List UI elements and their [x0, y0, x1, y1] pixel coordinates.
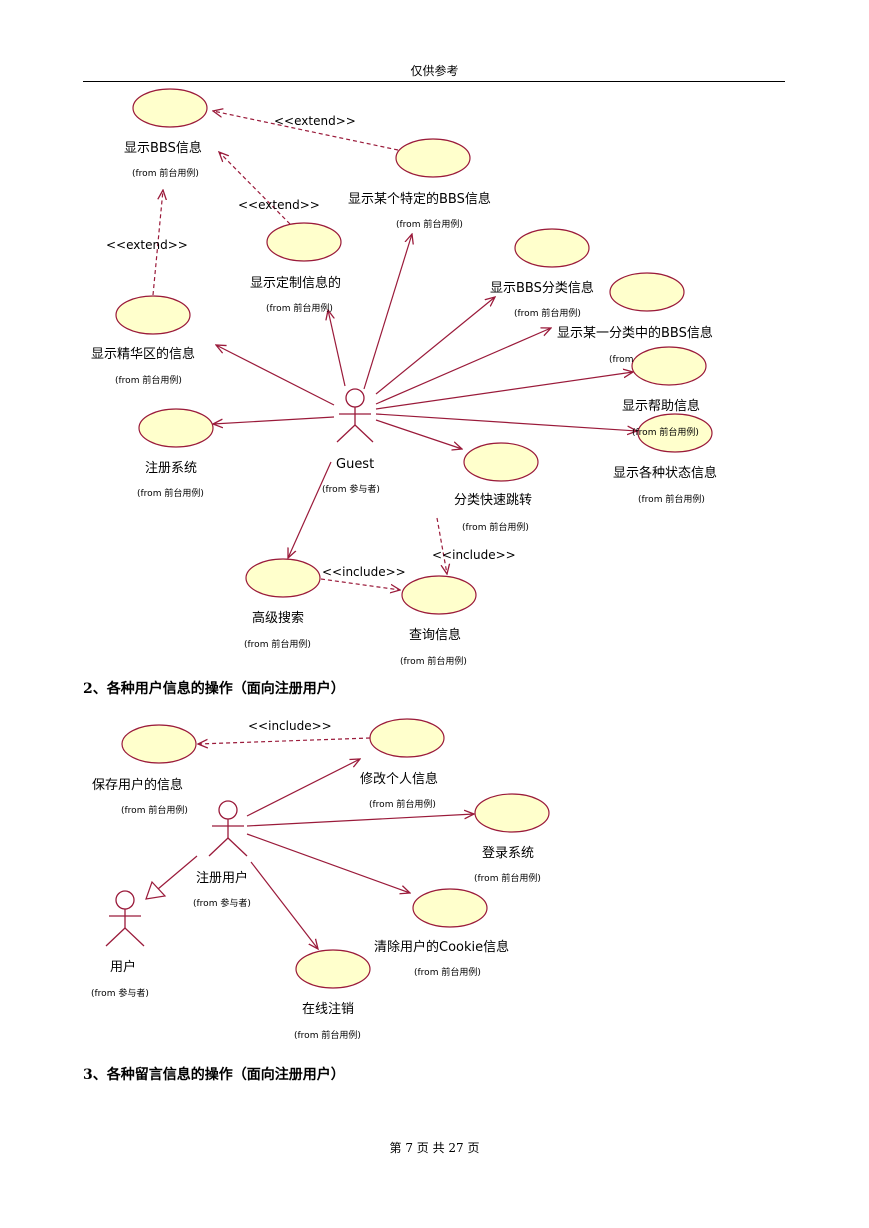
- assoc-guest-help: [375, 372, 633, 410]
- usecase-from: (from: [609, 355, 633, 365]
- actor-registered-from: (from 参与者): [193, 897, 251, 909]
- usecase-label: 修改个人信息: [360, 771, 438, 787]
- extend-custom-to-bbs: [219, 152, 291, 225]
- usecase-label: 显示BBS分类信息: [490, 280, 594, 296]
- stereotype-include: <<include>>: [248, 719, 332, 733]
- usecase-from: (from 前台用例): [369, 798, 436, 810]
- usecase-from: (from 前台用例): [132, 167, 199, 179]
- usecase-from: (from 前台用例): [244, 638, 311, 650]
- usecase-label: 显示定制信息的: [250, 275, 341, 291]
- page-header: 仅供参考: [410, 64, 459, 78]
- section-3-title: 3、各种留言信息的操作（面向注册用户）: [83, 1067, 345, 1083]
- include-jump-to-query: [436, 517, 447, 574]
- usecase-from: (from 前台用例): [396, 218, 463, 230]
- usecase-label: 在线注销: [302, 1002, 354, 1017]
- assoc-guest-category-bbs: [375, 328, 551, 405]
- stereotype-extend-2: <<extend>>: [238, 198, 320, 212]
- usecase-label: 注册系统: [145, 461, 197, 476]
- usecase-label: 高级搜索: [252, 610, 304, 626]
- usecase-from: (from 前台用例): [474, 872, 541, 884]
- usecase-from: (from 前台用例): [400, 655, 467, 667]
- diagram-1: <<extend>> <<extend>> <<extend>> <<inclu…: [91, 88, 717, 667]
- usecase-from: (from 前台用例): [632, 426, 699, 438]
- usecase-query: [401, 575, 477, 615]
- usecase-bbs-info: [132, 88, 208, 128]
- actor-user-name: 用户: [110, 959, 136, 975]
- usecase-label: 清除用户的Cookie信息: [374, 939, 509, 955]
- assoc-guest-specific: [363, 234, 412, 390]
- usecase-save-user: [121, 724, 197, 764]
- usecase-from: (from 前台用例): [294, 1029, 361, 1041]
- usecase-label: 分类快速跳转: [454, 493, 532, 508]
- usecase-from: (from 前台用例): [638, 493, 705, 505]
- usecase-label: 显示精华区的信息: [91, 346, 195, 362]
- usecase-bbs-category: [514, 228, 590, 268]
- actor-user-icon: [105, 890, 145, 947]
- header-rule: [83, 81, 785, 82]
- section-2-title: 2、各种用户信息的操作（面向注册用户）: [83, 681, 345, 697]
- usecase-register: [138, 408, 214, 448]
- assoc-reg-login: [246, 814, 474, 827]
- usecase-help: [631, 346, 707, 386]
- actor-guest-icon: [336, 388, 374, 443]
- usecase-custom-info: [266, 222, 342, 262]
- usecase-label: 显示某个特定的BBS信息: [348, 191, 491, 207]
- actor-user-from: (from 参与者): [91, 987, 149, 999]
- include-modify-to-save: [198, 737, 371, 744]
- usecase-adv-search: [245, 558, 321, 598]
- usecase-clear-cookie: [412, 888, 488, 928]
- usecase-from: (from 前台用例): [514, 307, 581, 319]
- usecase-label: 显示BBS信息: [124, 140, 202, 156]
- generalization-arrowhead: [145, 880, 167, 900]
- extend-essence-to-bbs: [152, 190, 163, 296]
- usecase-status: [637, 413, 713, 453]
- usecase-quick-jump: [463, 442, 539, 482]
- usecase-essence: [115, 295, 191, 335]
- usecase-from: (from 前台用例): [462, 521, 529, 533]
- assoc-guest-custom: [328, 310, 346, 387]
- actor-registered-icon: [208, 800, 248, 857]
- actor-guest-from: (from 参与者): [322, 483, 380, 495]
- usecase-label: 显示各种状态信息: [613, 465, 717, 481]
- assoc-guest-status: [375, 413, 637, 431]
- usecase-label: 查询信息: [409, 627, 461, 643]
- extend-specific-to-bbs: [213, 111, 399, 151]
- assoc-reg-cookie: [246, 833, 410, 893]
- usecase-from: (from 前台用例): [121, 804, 188, 816]
- actor-registered-name: 注册用户: [196, 870, 248, 886]
- include-search-to-query: [320, 578, 400, 590]
- assoc-reg-logout: [250, 861, 318, 949]
- usecase-from: (from 前台用例): [137, 487, 204, 499]
- assoc-guest-search: [288, 461, 332, 558]
- diagram-2: <<include>> 保存用户的信息 (from 前台用例) 修改个人信息 (…: [91, 718, 550, 1041]
- usecase-specific-bbs: [395, 138, 471, 178]
- usecase-label: 登录系统: [482, 846, 534, 861]
- assoc-guest-category: [375, 297, 495, 395]
- stereotype-include-1: <<include>>: [432, 548, 516, 562]
- stereotype-extend-3: <<extend>>: [106, 238, 188, 252]
- usecase-from: (from 前台用例): [266, 302, 333, 314]
- usecase-label: 显示某一分类中的BBS信息: [557, 325, 713, 341]
- usecase-category-bbs: [609, 272, 685, 312]
- assoc-guest-register: [213, 416, 335, 424]
- usecase-label: 显示帮助信息: [622, 398, 700, 414]
- assoc-reg-modify: [246, 759, 360, 817]
- assoc-guest-jump: [375, 419, 462, 449]
- stereotype-include-2: <<include>>: [322, 565, 406, 579]
- actor-guest-name: Guest: [336, 457, 374, 472]
- page-footer: 第 7 页 共 27 页: [389, 1141, 480, 1155]
- usecase-login: [474, 793, 550, 833]
- usecase-label: 保存用户的信息: [92, 777, 183, 793]
- usecase-modify: [369, 718, 445, 758]
- stereotype-extend-1: <<extend>>: [274, 114, 356, 128]
- assoc-guest-essence: [216, 345, 335, 406]
- usecase-from: (from 前台用例): [414, 966, 481, 978]
- generalization-line: [157, 855, 198, 890]
- usecase-from: (from 前台用例): [115, 374, 182, 386]
- usecase-logout: [295, 949, 371, 989]
